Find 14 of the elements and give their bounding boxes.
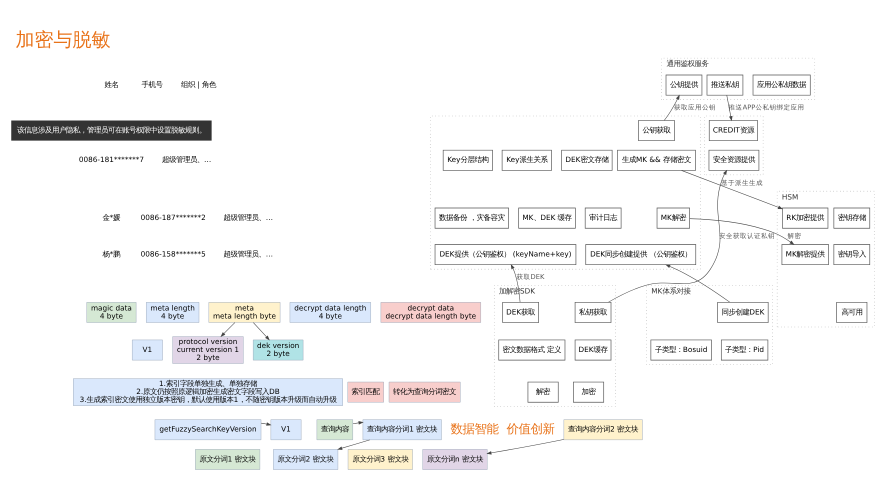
diagram-title: 加密与脱敏 (15, 28, 110, 50)
arrow (607, 169, 727, 302)
arrow (510, 263, 520, 302)
arrow (680, 170, 783, 209)
arrow (486, 438, 564, 454)
label: 数据智能 价值创新 (450, 421, 554, 436)
arrow (260, 422, 271, 426)
arrow (664, 264, 730, 302)
arrow (220, 322, 235, 336)
arrow (663, 94, 680, 120)
arrow (352, 420, 364, 424)
arrow (688, 218, 794, 244)
arrow (252, 322, 270, 340)
arrow (336, 439, 370, 450)
